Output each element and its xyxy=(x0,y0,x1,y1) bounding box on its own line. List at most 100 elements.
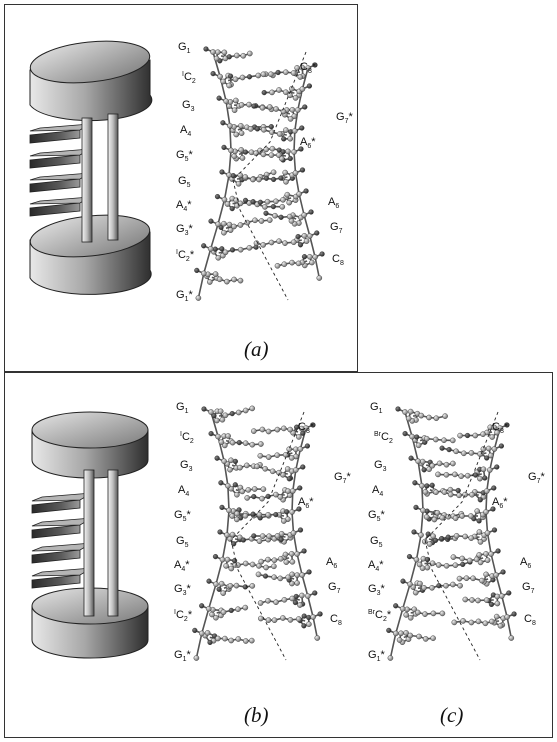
caption-b: (b) xyxy=(244,703,269,727)
label-base: A xyxy=(326,556,334,568)
carbon-atom xyxy=(463,575,470,582)
carbon-atom xyxy=(215,254,222,261)
carbon-atom xyxy=(249,583,256,589)
carbon-atom xyxy=(256,511,263,518)
carbon-atom xyxy=(235,562,241,568)
carbon-atom xyxy=(423,435,430,442)
carbon-atom xyxy=(235,180,242,187)
carbon-atom xyxy=(248,637,255,644)
label-subscript: 3 xyxy=(183,590,187,597)
oxygen-atom xyxy=(436,583,442,589)
label-base: A xyxy=(178,484,186,496)
bond xyxy=(485,511,489,534)
carbon-atom xyxy=(249,441,256,448)
carbon-atom xyxy=(403,630,409,636)
bond xyxy=(486,532,492,555)
carbon-atom xyxy=(242,560,249,567)
oxygen-atom xyxy=(219,169,225,175)
residue-label-g7s: G7* xyxy=(528,471,545,485)
carbon-atom xyxy=(474,508,481,514)
carbon-atom xyxy=(295,616,302,622)
oxygen-atom xyxy=(297,527,304,533)
carbon-atom xyxy=(224,278,230,285)
carbon-atom xyxy=(285,488,291,494)
carbon-atom xyxy=(443,563,450,569)
carbon-atom xyxy=(235,409,242,416)
carbon-atom xyxy=(221,229,227,236)
oxygen-atom xyxy=(220,120,226,126)
carbon-atom xyxy=(287,135,294,142)
carbon-atom xyxy=(210,49,216,55)
carbon-atom xyxy=(479,577,485,584)
carbon-atom xyxy=(462,491,468,498)
label-star: * xyxy=(187,199,192,211)
bond xyxy=(292,532,298,555)
label-superscript: Br xyxy=(374,431,382,438)
oxygen-atom xyxy=(476,518,482,524)
bond xyxy=(415,534,422,560)
carbon-atom xyxy=(434,509,441,516)
label-base: C xyxy=(298,421,306,433)
carbon-atom xyxy=(419,458,426,465)
label-subscript: 2 xyxy=(186,256,190,263)
bond xyxy=(409,559,418,585)
oxygen-atom xyxy=(214,194,221,200)
bond xyxy=(404,411,413,437)
bond xyxy=(389,633,397,659)
oxygen-atom xyxy=(271,176,277,183)
carbon-atom xyxy=(429,585,435,591)
carbon-atom xyxy=(445,513,452,520)
top-cylinder xyxy=(29,40,153,122)
carbon-atom xyxy=(256,176,262,183)
bond xyxy=(228,150,232,176)
carbon-atom xyxy=(233,97,239,104)
label-base: G xyxy=(368,583,377,595)
carbon-atom xyxy=(286,213,293,220)
oxygen-atom xyxy=(413,504,419,511)
label-star: * xyxy=(380,509,385,521)
label-subscript: 1 xyxy=(187,48,191,55)
carbon-atom xyxy=(447,486,454,493)
carbon-atom xyxy=(452,515,459,522)
label-star: * xyxy=(504,421,509,433)
residue-label-a4s: A4* xyxy=(174,559,190,573)
carbon-atom xyxy=(407,408,414,415)
carbon-atom xyxy=(301,232,308,239)
carbon-atom xyxy=(246,244,253,251)
carbon-atom xyxy=(294,580,300,586)
label-star: * xyxy=(311,136,316,148)
carbon-atom xyxy=(286,199,293,206)
carbon-atom xyxy=(215,635,221,642)
carbon-atom xyxy=(273,106,279,112)
oxygen-atom xyxy=(445,534,451,540)
carbon-atom xyxy=(430,610,437,617)
oxygen-atom xyxy=(251,103,257,109)
carbon-atom xyxy=(223,563,229,569)
oxygen-atom xyxy=(400,578,406,584)
carbon-atom xyxy=(244,495,250,501)
carbon-atom xyxy=(316,275,323,281)
carbon-atom xyxy=(273,198,279,205)
oxygen-atom xyxy=(296,506,302,512)
oxygen-atom xyxy=(504,422,510,428)
carbon-atom xyxy=(484,557,491,564)
oxygen-atom xyxy=(229,411,235,417)
carbon-atom xyxy=(392,630,399,637)
carbon-atom xyxy=(289,259,295,266)
carbon-atom xyxy=(213,581,219,588)
residue-label-g5: G5 xyxy=(178,175,191,189)
carbon-atom xyxy=(421,585,427,591)
model-schematic-b xyxy=(31,411,149,659)
carbon-atom xyxy=(426,414,432,421)
bond xyxy=(217,199,226,225)
bond xyxy=(296,553,303,576)
carbon-atom xyxy=(314,635,321,641)
carbon-atom xyxy=(312,254,318,260)
carbon-atom xyxy=(477,559,484,566)
label-subscript: 7 xyxy=(537,478,541,485)
label-base: A xyxy=(174,559,182,571)
oxygen-atom xyxy=(301,623,307,629)
label-subscript: 1 xyxy=(185,296,189,303)
label-star: * xyxy=(190,249,195,261)
oxygen-atom xyxy=(306,83,313,89)
